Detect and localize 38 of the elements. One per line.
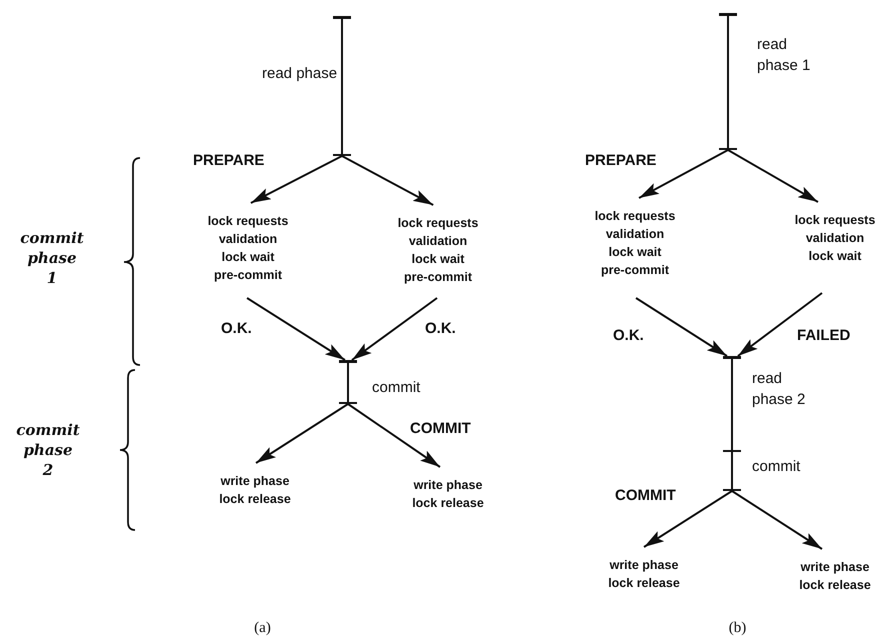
- timeline-line: [731, 359, 733, 450]
- step-list: write phase lock release: [205, 463, 305, 513]
- tick-mark: [339, 402, 357, 404]
- arrow: [635, 297, 728, 357]
- arrow: [347, 403, 441, 468]
- tick-mark: [333, 154, 351, 156]
- timeline-line: [347, 363, 349, 402]
- tick-mark: [333, 16, 351, 19]
- arrow: [638, 149, 728, 199]
- arrow: [728, 149, 818, 203]
- arrow: [250, 155, 342, 204]
- step-list: lock requests validation lock wait: [785, 202, 885, 293]
- subfigure-label: (a): [253, 620, 272, 637]
- tick-mark: [723, 356, 741, 359]
- tick-mark: [339, 360, 357, 363]
- arrow: [255, 403, 349, 464]
- timeline-line: [341, 19, 343, 154]
- subfigure-label: (b): [728, 620, 748, 637]
- step-list: write phase lock release: [398, 467, 498, 517]
- step-list: write phase lock release: [594, 547, 694, 597]
- tick-mark: [719, 148, 737, 150]
- arrow: [342, 155, 434, 206]
- arrow: [246, 297, 346, 361]
- arrow: [643, 490, 733, 548]
- tick-mark: [723, 450, 741, 452]
- step-list: lock requests validation lock wait pre-commit: [200, 203, 296, 298]
- arrow: [731, 490, 823, 550]
- phase-label: commit phase 1: [19, 228, 85, 288]
- step-list: write phase lock release: [785, 549, 885, 599]
- timeline-line: [731, 452, 733, 489]
- tick-mark: [719, 13, 737, 16]
- step-list: lock requests validation lock wait pre-commit: [390, 205, 486, 298]
- phase-label: commit phase 2: [15, 420, 81, 480]
- arrow: [737, 292, 823, 357]
- arrow: [351, 297, 438, 361]
- timeline-line: [727, 16, 729, 148]
- step-list: lock requests validation lock wait pre-commit: [585, 198, 685, 298]
- tick-mark: [723, 489, 741, 491]
